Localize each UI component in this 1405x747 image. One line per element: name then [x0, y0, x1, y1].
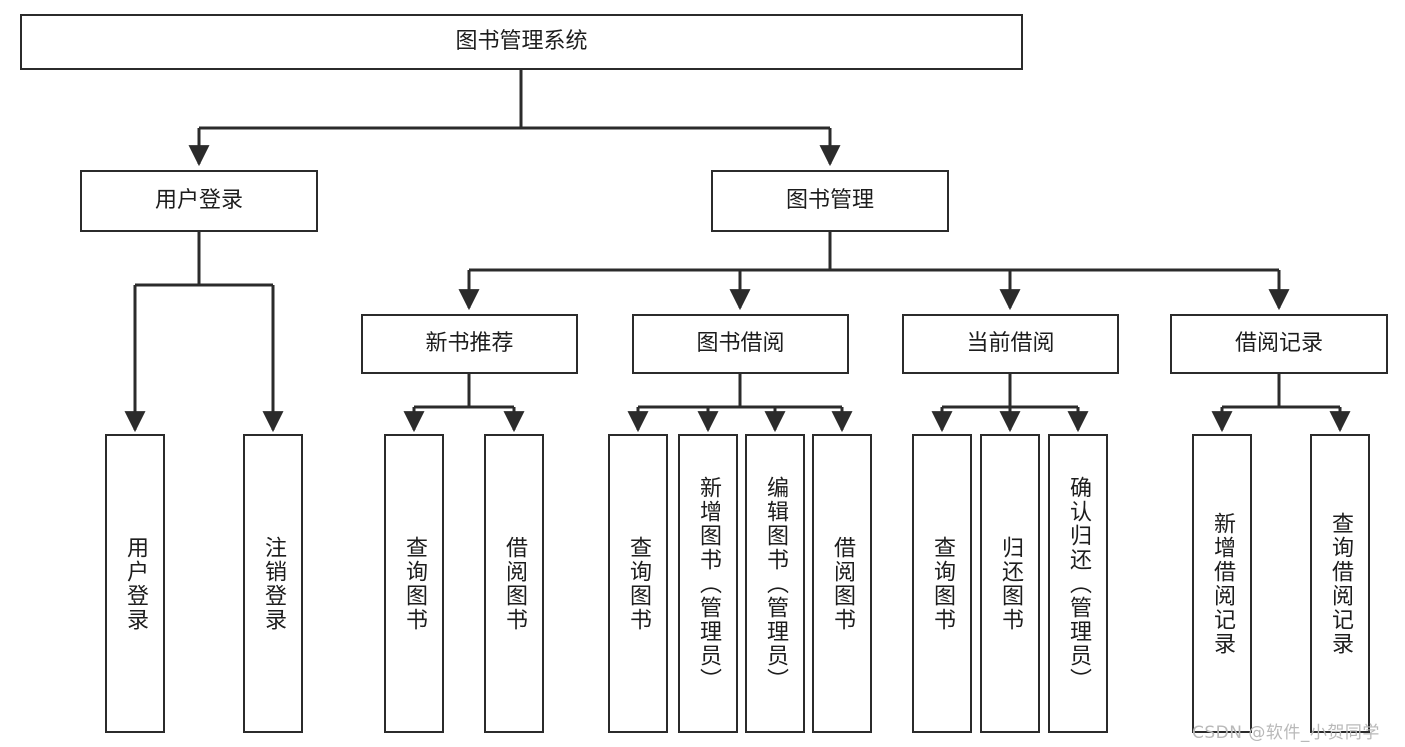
leaf-query-book-borrow-label: 查询图书: [626, 535, 651, 632]
leaf-user-login-label: 用户登录: [123, 535, 148, 632]
node-user-login[interactable]: 用户登录: [80, 170, 318, 232]
leaf-query-book-newbook-label: 查询图书: [402, 535, 427, 632]
leaf-borrow-book-newbook[interactable]: 借阅图书: [484, 434, 544, 733]
node-root-book-management-system[interactable]: 图书管理系统: [20, 14, 1023, 70]
node-borrowing-record-label: 借阅记录: [1234, 331, 1323, 357]
leaf-logout-label: 注销登录: [261, 535, 286, 632]
leaf-borrow-book-newbook-label: 借阅图书: [502, 535, 527, 632]
leaf-confirm-return-admin[interactable]: 确认归还（管理员）: [1048, 434, 1108, 733]
node-current-borrowing-label: 当前借阅: [966, 331, 1055, 357]
leaf-return-book-label: 归还图书: [998, 535, 1023, 632]
leaf-query-borrow-record[interactable]: 查询借阅记录: [1310, 434, 1370, 733]
leaf-add-borrow-record-label: 新增借阅记录: [1210, 511, 1235, 656]
leaf-edit-book-admin[interactable]: 编辑图书（管理员）: [745, 434, 805, 733]
node-book-borrowing-label: 图书借阅: [696, 331, 785, 357]
leaf-user-login[interactable]: 用户登录: [105, 434, 165, 733]
leaf-confirm-return-admin-label: 确认归还（管理员）: [1066, 475, 1091, 692]
leaf-borrow-book[interactable]: 借阅图书: [812, 434, 872, 733]
leaf-query-borrow-record-label: 查询借阅记录: [1328, 511, 1353, 656]
leaf-query-book-borrow[interactable]: 查询图书: [608, 434, 668, 733]
node-book-management-label: 图书管理: [785, 188, 874, 214]
node-book-management[interactable]: 图书管理: [711, 170, 949, 232]
node-new-book-recommendation-label: 新书推荐: [425, 331, 514, 357]
leaf-return-book[interactable]: 归还图书: [980, 434, 1040, 733]
leaf-borrow-book-label: 借阅图书: [830, 535, 855, 632]
leaf-add-book-admin-label: 新增图书（管理员）: [696, 475, 721, 692]
node-user-login-label: 用户登录: [154, 188, 243, 214]
leaf-add-book-admin[interactable]: 新增图书（管理员）: [678, 434, 738, 733]
node-current-borrowing[interactable]: 当前借阅: [902, 314, 1119, 374]
leaf-logout[interactable]: 注销登录: [243, 434, 303, 733]
leaf-query-book-newbook[interactable]: 查询图书: [384, 434, 444, 733]
csdn-watermark: CSDN @软件_小贺同学: [1192, 723, 1380, 743]
node-book-borrowing[interactable]: 图书借阅: [632, 314, 849, 374]
node-borrowing-record[interactable]: 借阅记录: [1170, 314, 1388, 374]
leaf-edit-book-admin-label: 编辑图书（管理员）: [763, 475, 788, 692]
leaf-query-book-current-label: 查询图书: [930, 535, 955, 632]
leaf-add-borrow-record[interactable]: 新增借阅记录: [1192, 434, 1252, 733]
leaf-query-book-current[interactable]: 查询图书: [912, 434, 972, 733]
node-new-book-recommendation[interactable]: 新书推荐: [361, 314, 578, 374]
node-root-label: 图书管理系统: [455, 29, 588, 55]
